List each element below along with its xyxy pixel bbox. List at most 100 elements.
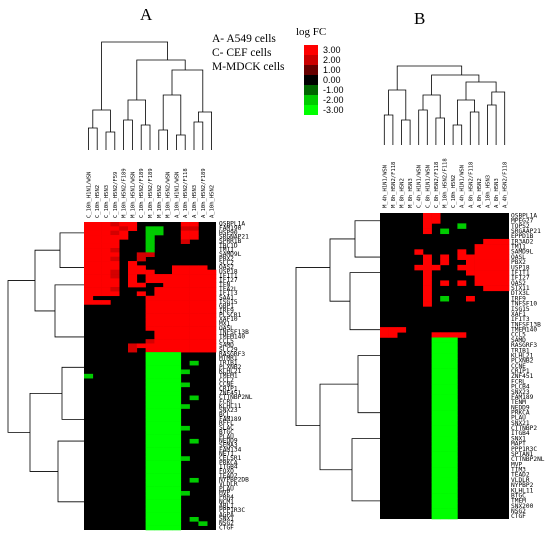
heatmap-cell [198, 343, 208, 349]
heatmap-cell [163, 451, 173, 457]
heatmap-cell [180, 490, 190, 496]
heatmap-cell [431, 347, 441, 354]
heatmap-cell [440, 378, 450, 385]
panel-b-title: B [414, 9, 425, 28]
row-label: GBP1 [219, 303, 234, 310]
heatmap-cell [172, 339, 182, 344]
row-label: BCL [219, 412, 230, 419]
heatmap-cell [154, 382, 164, 388]
heatmap-cell [145, 269, 155, 275]
heatmap-cell [448, 389, 458, 395]
heatmap-cell [163, 443, 173, 448]
heatmap-cell [189, 226, 199, 231]
heatmap-cell [101, 243, 111, 249]
heatmap-cell [431, 446, 441, 452]
heatmap-cell [207, 317, 217, 323]
row-label: CTGF [511, 513, 526, 520]
heatmap-cell [189, 230, 199, 236]
heatmap-cell [154, 339, 164, 344]
heatmap-cell [500, 270, 510, 276]
row-label: KLHL11 [511, 487, 534, 494]
heatmap-cell [207, 269, 217, 275]
heatmap-cell [84, 248, 94, 253]
heatmap-cell [84, 243, 94, 249]
heatmap-cell [189, 317, 199, 323]
heatmap-cell [423, 295, 432, 302]
column-label: A_10h_H5N2/F189 [201, 168, 207, 218]
heatmap-cell [198, 304, 208, 310]
heatmap-cell [92, 261, 102, 266]
heatmap-cell [172, 308, 182, 314]
heatmap-cell [101, 282, 111, 288]
column-label: C_10h_H5N3 [104, 185, 110, 218]
heatmap-cell [491, 264, 501, 271]
heatmap-cell [180, 404, 190, 409]
heatmap-cell [483, 238, 493, 245]
heatmap-cell [145, 408, 155, 414]
heatmap-cell [189, 343, 199, 349]
row-label: CRIP1 [511, 368, 530, 375]
heatmap-cell [440, 477, 450, 483]
heatmap-cell [110, 222, 120, 227]
row-label: SRGAAP21 [511, 228, 541, 235]
dendrogram-branch [34, 249, 60, 312]
legend-tick: 2.00 [323, 55, 341, 65]
heatmap-cell [431, 493, 441, 499]
heatmap-cell [172, 352, 182, 357]
row-label: TEAD2 [219, 472, 238, 479]
heatmap-cell [172, 443, 182, 448]
heatmap-cell [172, 274, 182, 279]
heatmap-cell [92, 252, 102, 258]
heatmap-cell [154, 473, 164, 479]
dendrogram-branch [140, 124, 151, 150]
heatmap-cell [101, 261, 111, 266]
row-label: IRF9 [511, 295, 526, 302]
row-label: VLDLR [511, 477, 530, 484]
heatmap-cell [101, 222, 111, 227]
heatmap-cell [189, 235, 199, 240]
heatmap-cell [172, 295, 182, 301]
heatmap-cell [154, 395, 164, 401]
row-label: NCM1 [219, 498, 234, 505]
heatmap-cell [474, 249, 484, 255]
heatmap-cell [189, 326, 199, 331]
legend-tick: 3.00 [323, 45, 341, 55]
heatmap-cell [474, 254, 484, 260]
dendrogram-branch [431, 74, 480, 95]
row-label: XAF1 [511, 311, 526, 318]
row-label: NSG2 [511, 508, 526, 515]
dendrogram-branch [354, 220, 380, 258]
heatmap-cell [92, 226, 102, 231]
heatmap-cell [500, 280, 510, 286]
heatmap-cell [431, 508, 441, 515]
row-label: SPRR1B [219, 238, 242, 245]
row-label: SLC29 [219, 346, 238, 353]
heatmap-cell [145, 495, 155, 500]
legend-swatch [304, 105, 318, 115]
dendrogram-branch [487, 104, 497, 145]
heatmap-cell [145, 252, 155, 258]
heatmap-cell [145, 239, 155, 244]
heatmap-cell [145, 278, 155, 284]
heatmap-cell [189, 438, 199, 444]
heatmap-cell [154, 343, 164, 349]
row-label: MX1 [219, 320, 230, 327]
heatmap-cell [101, 252, 111, 258]
heatmap-cell [145, 508, 155, 513]
heatmap-cell [145, 347, 155, 353]
heatmap-cell [440, 337, 450, 343]
heatmap-cell [84, 269, 94, 275]
row-label: TRIB1 [511, 347, 530, 354]
heatmap-cell [440, 254, 450, 260]
row-label: OASL [511, 254, 526, 261]
heatmap-cell [154, 230, 164, 236]
heatmap-cell [145, 438, 155, 444]
heatmap-cell [440, 358, 450, 364]
heatmap-cell [431, 363, 441, 369]
heatmap-cell [172, 447, 182, 453]
heatmap-cell [154, 287, 164, 292]
heatmap-cell [154, 451, 164, 457]
heatmap-cell [163, 330, 173, 336]
heatmap-cell [180, 226, 190, 231]
